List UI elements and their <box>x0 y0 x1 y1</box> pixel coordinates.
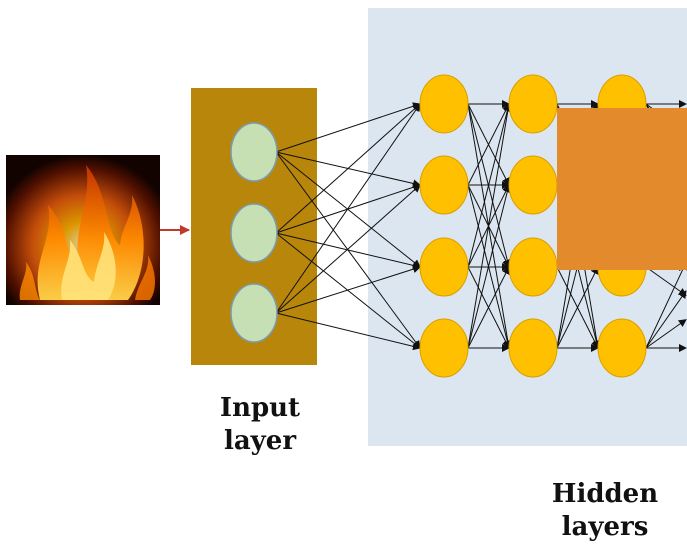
edge-input-1-hidden-0 <box>275 103 421 234</box>
edge-input-1-hidden-2 <box>275 232 421 270</box>
edge-input-2-hidden-0 <box>275 103 421 314</box>
input-node-3 <box>230 283 278 343</box>
edge-h2-3-out-0 <box>645 261 687 349</box>
edge-h1-3-h2-2 <box>556 266 599 349</box>
hidden-node-c2-r2 <box>508 155 558 215</box>
hidden-node-c2-r4 <box>508 318 558 378</box>
input-layer-label-line1: Input <box>219 393 301 423</box>
hidden-node-c2-r3 <box>508 237 558 297</box>
edge-input-2-hidden-2 <box>275 265 421 314</box>
hidden-layers-label-line2: layers <box>561 511 649 542</box>
hidden-node-c1-r1 <box>419 74 469 134</box>
hidden-node-c2-r1 <box>508 74 558 134</box>
edge-h2-3-out-1 <box>645 290 687 349</box>
edge-h0-2-h1-0 <box>467 103 512 268</box>
edge-input-2-hidden-1 <box>275 184 421 314</box>
edge-h2-3-out-2 <box>645 319 687 349</box>
input-layer-label-line2: layer <box>223 425 297 456</box>
edge-input-2-hidden-3 <box>275 312 421 351</box>
hidden-node-c3-r4 <box>597 318 647 378</box>
edge-h0-3-h1-0 <box>467 103 512 349</box>
edge-h0-3-h1-1 <box>467 184 512 349</box>
hidden-layers-label: Hidden layers <box>530 478 680 543</box>
input-node-1 <box>230 122 278 182</box>
input-nodes <box>230 122 278 343</box>
hidden-node-c1-r2 <box>419 155 469 215</box>
hidden-node-c1-r3 <box>419 237 469 297</box>
fire-photo-icon <box>6 155 160 305</box>
edge-h0-3-h1-2 <box>467 266 510 349</box>
occluding-block <box>557 108 687 270</box>
hidden-node-c1-r4 <box>419 318 469 378</box>
edge-h0-1-h1-0 <box>467 103 510 186</box>
hidden-layers-label-line1: Hidden <box>551 479 659 509</box>
edge-input-0-hidden-0 <box>275 102 421 153</box>
input-to-hidden-edges <box>275 102 421 351</box>
input-layer-label: Input layer <box>205 392 315 457</box>
input-node-2 <box>230 203 278 263</box>
